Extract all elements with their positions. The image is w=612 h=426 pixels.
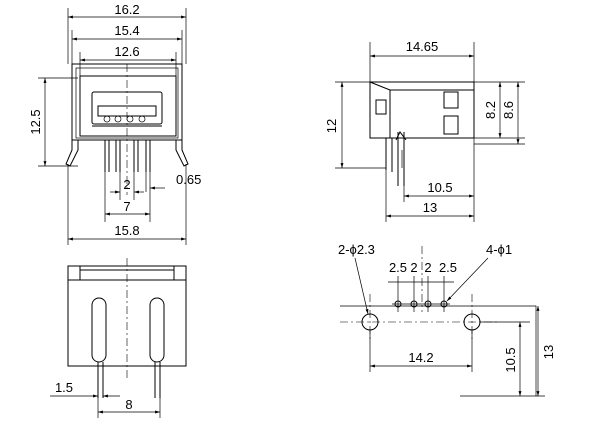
side-view: 14.65 12 8.2 8.6 10.5 13 bbox=[324, 39, 525, 222]
dim-side-base: 13 bbox=[423, 200, 437, 215]
dim-side-pin-offset: 10.5 bbox=[427, 180, 452, 195]
mount-hole-label: 2-ϕ2.3 bbox=[338, 242, 375, 257]
dim-side-inner-height-1: 8.2 bbox=[483, 101, 498, 119]
dim-mount-spacing: 14.2 bbox=[408, 350, 433, 365]
dim-pitch-3: 2 bbox=[424, 260, 431, 275]
dim-port-width: 12.6 bbox=[114, 44, 139, 59]
footprint-view: 2.5 2 2 2.5 2-ϕ2.3 4-ϕ1 14.2 10.5 13 bbox=[338, 242, 556, 397]
dim-bottom-width: 15.8 bbox=[114, 223, 139, 238]
dim-pitch-2: 2 bbox=[410, 260, 417, 275]
dim-side-length: 14.65 bbox=[406, 39, 439, 54]
dim-lead-spacing: 8 bbox=[125, 397, 132, 412]
bottom-view: 1.5 8 bbox=[50, 258, 187, 418]
dim-pin-span: 7 bbox=[123, 199, 130, 214]
dim-pin-pitch: 2 bbox=[123, 177, 130, 192]
front-view: 16.2 15.4 12.6 12.5 bbox=[28, 2, 201, 245]
pin-holes bbox=[392, 296, 450, 312]
dim-side-height: 12 bbox=[324, 119, 339, 133]
dim-pitch-4: 2.5 bbox=[439, 260, 457, 275]
dim-footprint-offset-1: 10.5 bbox=[503, 347, 518, 372]
dim-pitch-1: 2.5 bbox=[389, 260, 407, 275]
dim-lead-width: 1.5 bbox=[55, 380, 73, 395]
dim-front-height: 12.5 bbox=[28, 109, 43, 134]
pin-hole-label: 4-ϕ1 bbox=[486, 242, 512, 257]
dim-front-inner-width: 15.4 bbox=[114, 23, 139, 38]
dim-side-inner-height-2: 8.6 bbox=[501, 101, 516, 119]
dim-footprint-offset-2: 13 bbox=[541, 345, 556, 359]
dim-front-overall-width: 16.2 bbox=[114, 2, 139, 17]
dim-pin-width: 0.65 bbox=[176, 172, 201, 187]
